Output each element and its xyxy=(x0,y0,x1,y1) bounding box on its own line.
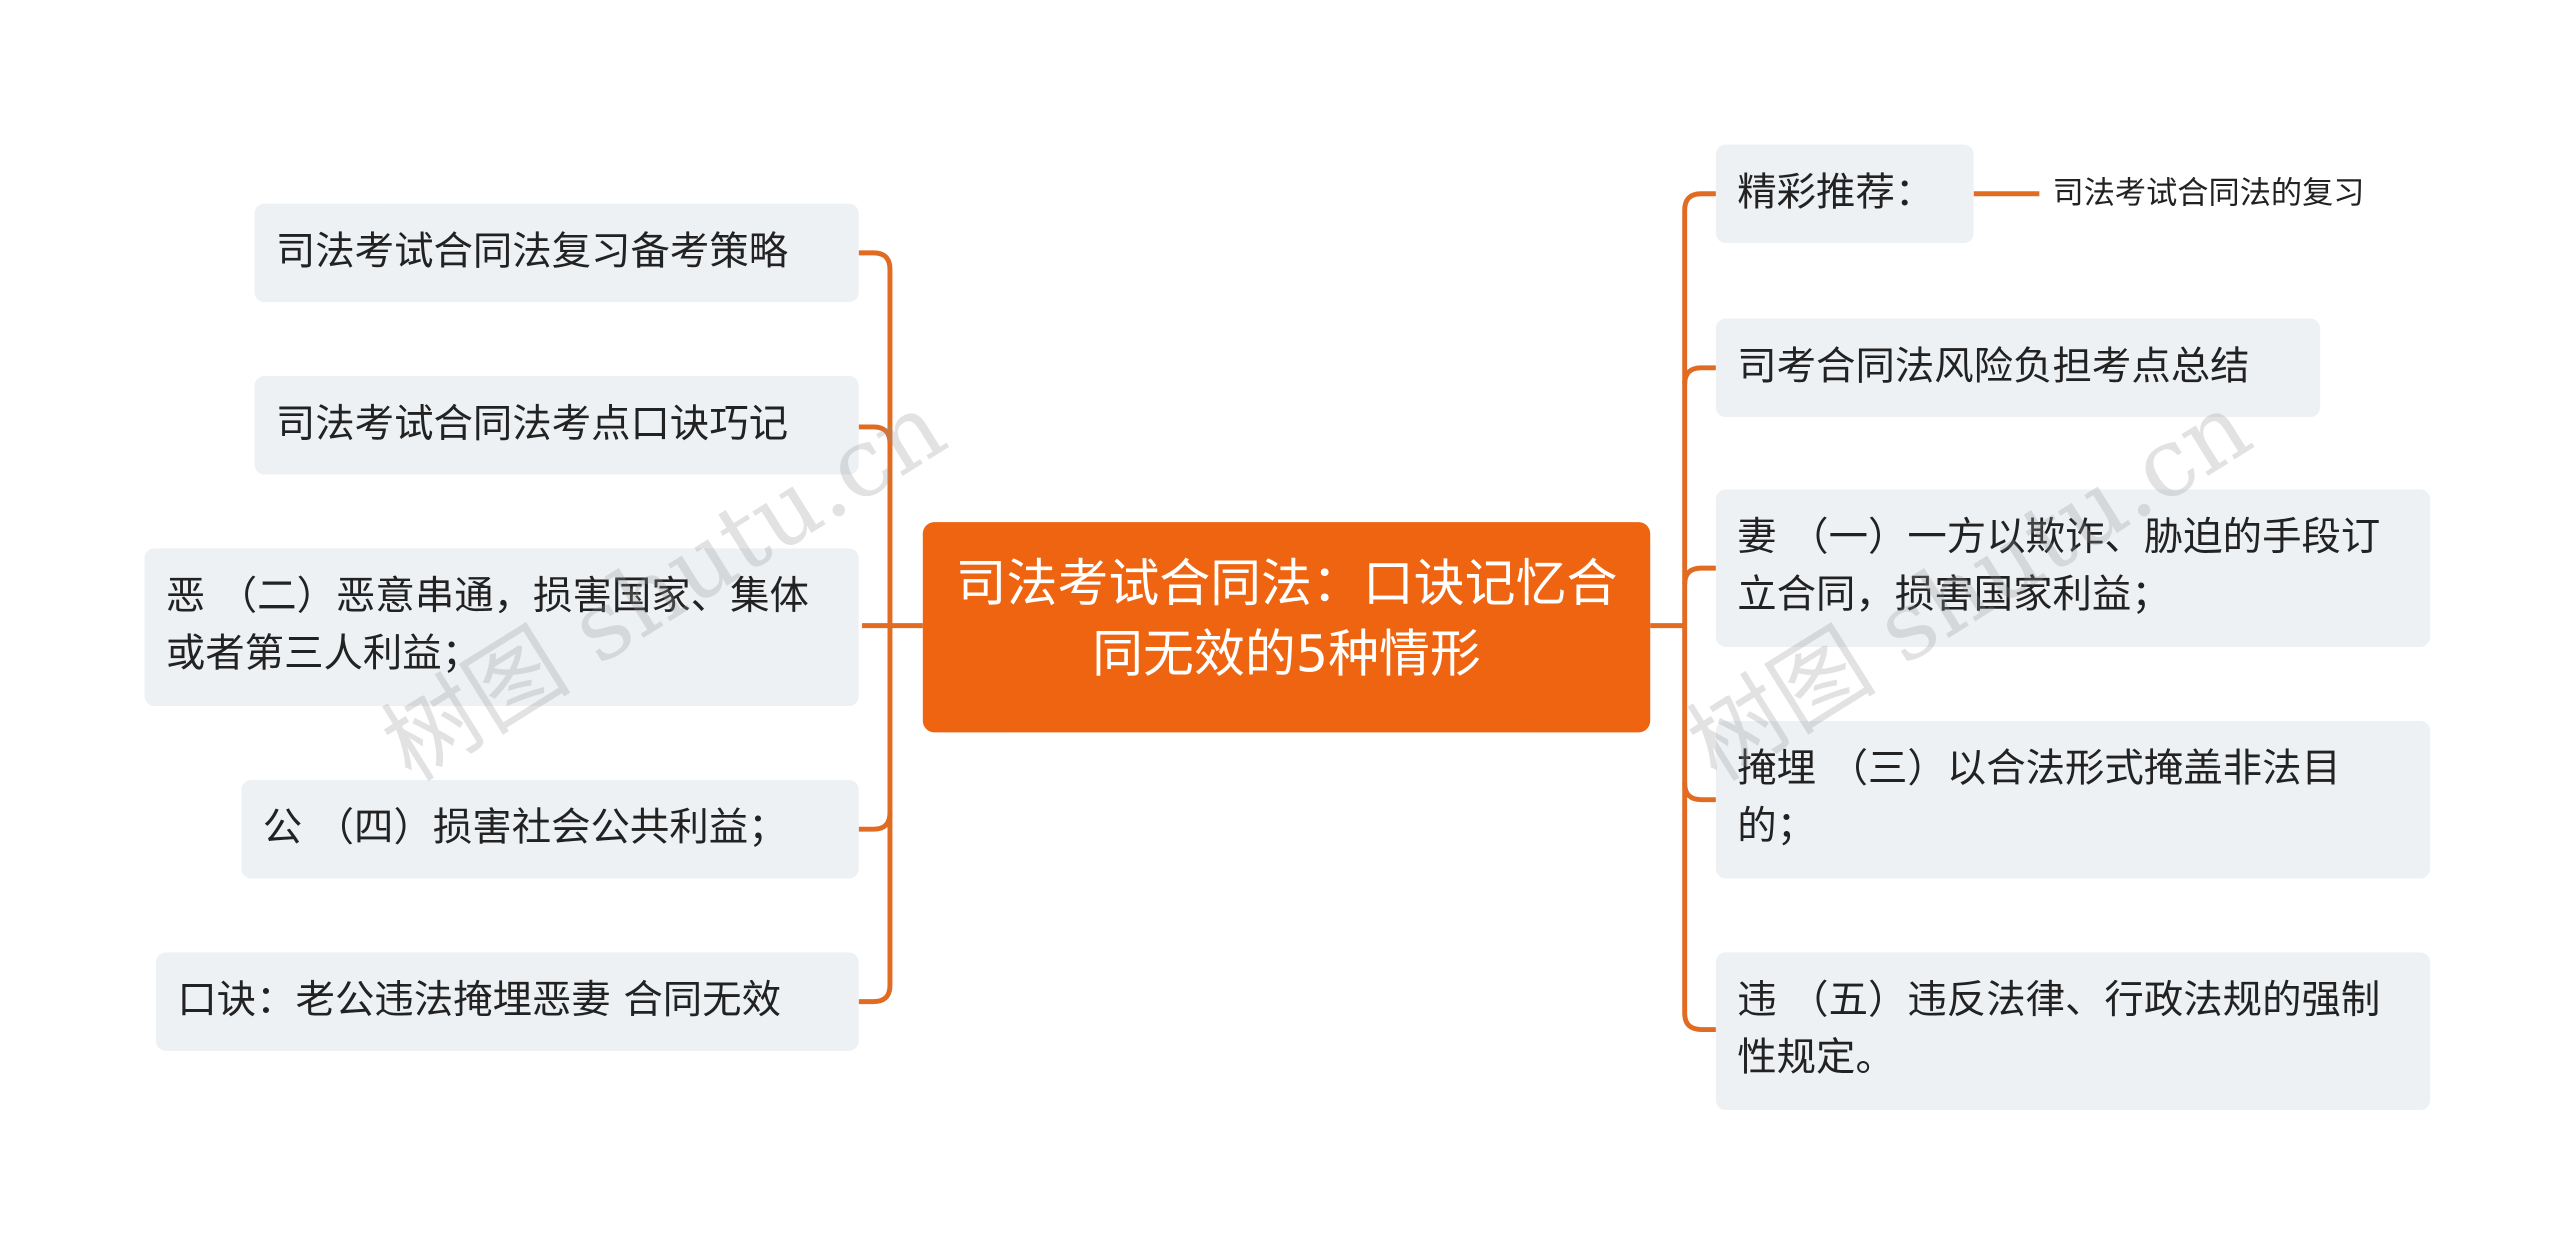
root-topic[interactable]: 司法考试合同法：口诀记忆合同无效的5种情形 xyxy=(922,522,1651,733)
root-topic-label: 司法考试合同法：口诀记忆合同无效的5种情形 xyxy=(955,554,1618,685)
right-topic-3[interactable]: 妻 （一）一方以欺诈、胁迫的手段订立合同，损害国家利益； xyxy=(1715,489,2431,647)
connector-left-2 xyxy=(858,424,893,444)
left-topic-2-label: 司法考试合同法考点口诀巧记 xyxy=(275,400,789,447)
right-topic-4-label: 掩埋 （三）以合法形式掩盖非法目的； xyxy=(1737,745,2341,849)
left-topic-5[interactable]: 口诀：老公违法掩埋恶妻 合同无效 xyxy=(155,952,859,1051)
connector-right-3 xyxy=(1682,565,1716,585)
connector-right-2 xyxy=(1682,365,1716,385)
left-topic-4-label: 公 （四）损害社会公共利益； xyxy=(262,804,788,851)
right-topic-1[interactable]: 精彩推荐： xyxy=(1715,144,1974,244)
connector-left-4 xyxy=(858,812,893,832)
right-topic-1-label: 精彩推荐： xyxy=(1737,169,1935,216)
left-topic-3-label: 恶 （二）恶意串通，损害国家、集体或者第三人利益； xyxy=(165,573,809,677)
left-topic-5-label: 口诀：老公违法掩埋恶妻 合同无效 xyxy=(177,976,782,1023)
right-topic-2-label: 司考合同法风险负担考点总结 xyxy=(1737,343,2250,390)
right-topic-5-label: 违 （五）违反法律、行政法规的强制性规定。 xyxy=(1737,976,2381,1081)
left-topic-1-label: 司法考试合同法复习备考策略 xyxy=(275,228,789,275)
left-topic-2[interactable]: 司法考试合同法考点口诀巧记 xyxy=(254,376,859,475)
right-topic-3-label: 妻 （一）一方以欺诈、胁迫的手段订立合同，损害国家利益； xyxy=(1737,513,2381,618)
right-topic-1-child-label: 司法考试合同法的复习 xyxy=(2052,175,2365,212)
connector-right-4 xyxy=(1682,783,1716,803)
right-topic-4[interactable]: 掩埋 （三）以合法形式掩盖非法目的； xyxy=(1715,720,2431,879)
connector-left-1 xyxy=(858,250,893,626)
connector-left-5 xyxy=(858,625,893,1005)
connector-right-1 xyxy=(1682,191,1716,626)
right-topic-5[interactable]: 违 （五）违反法律、行政法规的强制性规定。 xyxy=(1715,952,2431,1110)
left-topic-1[interactable]: 司法考试合同法复习备考策略 xyxy=(254,203,859,303)
right-topic-2[interactable]: 司考合同法风险负担考点总结 xyxy=(1715,318,2321,418)
connector-right-5 xyxy=(1682,625,1716,1032)
right-topic-1-child[interactable]: 司法考试合同法的复习 xyxy=(2053,172,2365,215)
left-topic-4[interactable]: 公 （四）损害社会公共利益； xyxy=(241,779,859,879)
left-topic-3[interactable]: 恶 （二）恶意串通，损害国家、集体或者第三人利益； xyxy=(144,548,859,707)
